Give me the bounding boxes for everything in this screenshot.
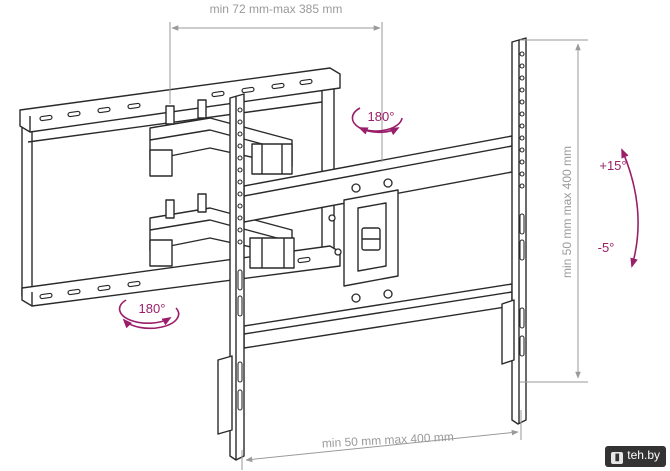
upper-swivel-arrow-bottom (358, 117, 403, 135)
left-bracket-holes (237, 107, 243, 411)
tilt-arrow (621, 148, 639, 268)
upper-pin-right (197, 99, 207, 119)
tilt-up-label: +15° (599, 158, 626, 173)
tilt-down-label: -5° (598, 240, 615, 255)
lower-crossbar (243, 283, 513, 349)
watermark-text: teh.by (627, 448, 660, 462)
articulating-arms (149, 99, 295, 269)
logo-icon: ▮ (611, 452, 624, 464)
dimension-lines (169, 22, 588, 470)
rotation-arrows (118, 107, 639, 330)
tv-crossbars (243, 135, 513, 349)
bottom-dimension-arrow (245, 429, 519, 463)
upper-plate-hinge (251, 143, 293, 175)
upper-swivel-label: 180° (368, 109, 395, 124)
crossbar-holes (328, 178, 393, 303)
wall-plate-top-rail (19, 67, 341, 133)
wall-plate-left-post (21, 115, 33, 297)
top-dimension-label: min 72 mm-max 385 mm (210, 2, 343, 16)
lower-pin-right (197, 193, 207, 213)
lower-swivel-label: 180° (139, 301, 166, 316)
upper-pin-left (165, 105, 175, 125)
upper-wall-hinge (149, 149, 173, 177)
right-bracket-holes (519, 51, 525, 357)
lower-wall-hinge (149, 239, 173, 267)
lower-plate-hinge (249, 237, 295, 269)
bottom-dimension-label: min 50 mm max 400 mm (321, 430, 454, 451)
watermark-logo: ▮teh.by (605, 446, 666, 467)
lower-pin-left (165, 199, 175, 219)
lower-swivel-arrow-bottom (122, 307, 180, 330)
right-dimension-label: min 50 mm max 400 mm (560, 146, 574, 278)
